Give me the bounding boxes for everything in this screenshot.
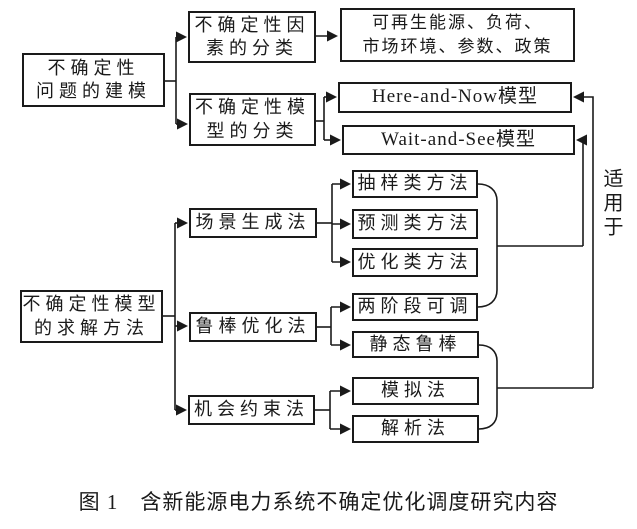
node-scenario-generation: 场景生成法 [189, 208, 317, 238]
node-optimization-methods: 优化类方法 [352, 248, 478, 277]
applies-to-label: 适用于 [600, 168, 622, 240]
node-sampling-methods: 抽样类方法 [352, 170, 478, 198]
node-static-robust: 静态鲁棒 [352, 331, 479, 358]
node-robust-optimization: 鲁棒优化法 [189, 312, 317, 342]
node-factor-classification: 不确定性因 素的分类 [188, 11, 316, 63]
node-factor-examples: 可再生能源、负荷、 市场环境、参数、政策 [340, 8, 575, 62]
arrow-segments [175, 30, 594, 435]
node-wait-and-see: Wait-and-See模型 [342, 125, 575, 155]
node-two-stage-adjustable: 两阶段可调 [352, 293, 478, 321]
node-analytical-method: 解析法 [352, 415, 479, 443]
figure-caption: 图 1 含新能源电力系统不确定优化调度研究内容 [78, 490, 559, 514]
node-model-classification: 不确定性模 型的分类 [189, 93, 316, 146]
node-problem-modeling: 不确定性 问题的建模 [22, 53, 165, 107]
plain-segments [163, 37, 593, 430]
node-chance-constrained: 机会约束法 [188, 395, 315, 425]
node-here-and-now: Here-and-Now模型 [338, 82, 572, 113]
node-solution-methods: 不确定性模型 的求解方法 [20, 290, 163, 343]
node-prediction-methods: 预测类方法 [352, 209, 478, 239]
node-simulation-method: 模拟法 [352, 377, 479, 405]
